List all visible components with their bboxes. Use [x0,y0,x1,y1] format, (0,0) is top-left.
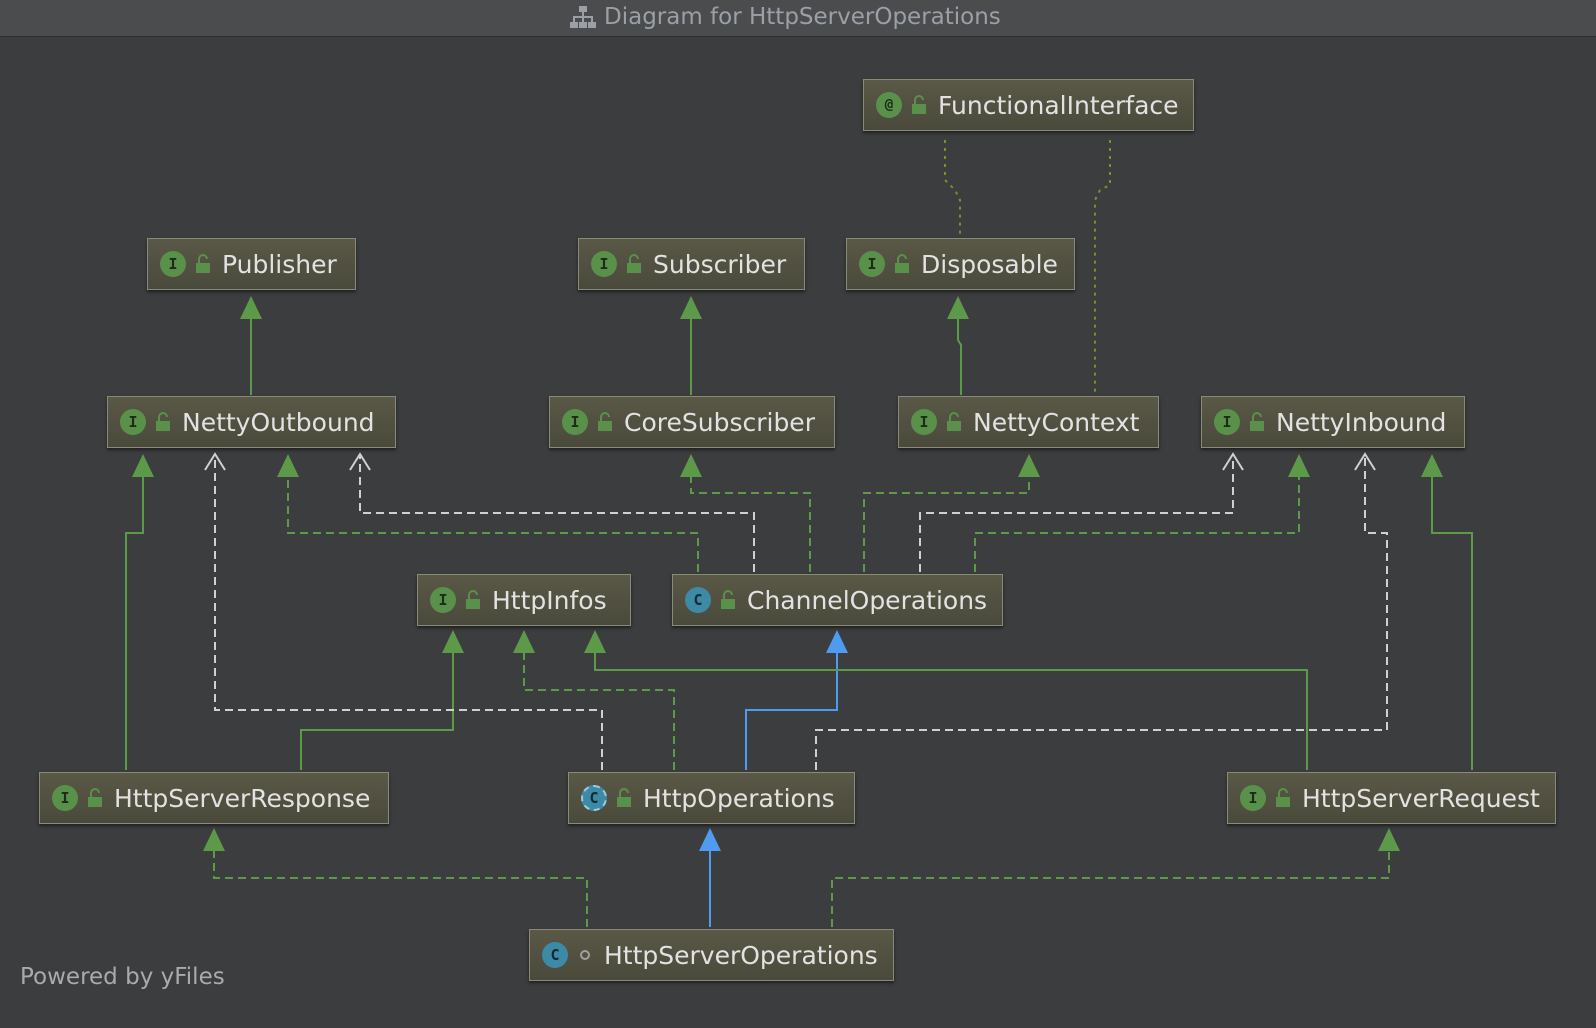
lock-icon [598,412,612,431]
arrow-nettyinbound-4 [1421,454,1443,477]
node-coresubscriber[interactable]: I CoreSubscriber [549,396,835,448]
arrow-nettycontext [1018,454,1040,477]
arrow-publisher [240,296,262,319]
powered-by-label: Powered by yFiles [20,964,225,990]
interface-icon: I [562,409,588,435]
interface-icon: I [430,587,456,613]
interface-icon: I [160,251,186,277]
diagram-title-bar [0,0,1596,37]
lock-icon [156,412,170,431]
edge-channelops-nettyoutbound [287,456,699,572]
arrow-response [203,828,225,851]
node-httpserverresponse[interactable]: I HttpServerResponse [39,772,389,824]
interface-icon: I [120,409,146,435]
lock-icon [895,254,909,273]
edge-request-httpinfos [594,632,1308,770]
arrow-disposable [947,296,969,319]
class-icon: C [542,942,568,968]
lock-icon [88,788,102,807]
abstract-class-icon: C [581,785,607,811]
arrow-dep-nettyinbound-1 [1222,452,1244,471]
node-httpoperations[interactable]: C HttpOperations [568,772,855,824]
edge-httpops-nettyoutbound-dep [214,456,603,770]
arrow-nettyoutbound-3 [277,454,299,477]
arrow-nettyoutbound-1 [132,454,154,477]
lock-icon [1250,412,1264,431]
node-publisher[interactable]: I Publisher [147,238,356,290]
node-disposable[interactable]: I Disposable [846,238,1075,290]
edge-channelops-coresubscriber [690,456,811,572]
edge-channelops-nettyinbound-dep [919,456,1234,572]
arrow-httpops [699,828,721,851]
node-httpserveroperations[interactable]: C HttpServerOperations [529,929,894,981]
edge-disposable-functionalinterface [944,140,961,238]
interface-icon: I [859,251,885,277]
node-label: Subscriber [653,249,787,279]
node-subscriber[interactable]: I Subscriber [578,238,805,290]
diagram-title: Diagram for HttpServerOperations [570,4,1001,30]
node-nettyoutbound[interactable]: I NettyOutbound [107,396,396,448]
node-label: Publisher [222,249,337,279]
arrow-coresubscriber [680,454,702,477]
edge-response-nettyoutbound [125,456,144,770]
edge-nettycontext-functionalinterface [1094,140,1111,395]
arrow-httpinfos-2 [513,630,535,653]
node-label: HttpInfos [492,585,607,615]
arrow-dep-nettyoutbound-2 [349,452,371,471]
node-httpserverrequest[interactable]: I HttpServerRequest [1227,772,1556,824]
lock-icon [617,788,631,807]
edge-response-httpinfos [300,632,454,770]
arrow-subscriber [680,296,702,319]
edge-httpops-nettyinbound-dep [815,456,1388,770]
node-nettyinbound[interactable]: I NettyInbound [1201,396,1465,448]
arrow-request [1378,828,1400,851]
node-httpinfos[interactable]: I HttpInfos [417,574,631,626]
class-icon: C [685,587,711,613]
node-label: HttpOperations [643,783,835,813]
edge-httpops-httpinfos [523,632,675,770]
edge-httpops-channelops [745,632,838,770]
interface-icon: I [591,251,617,277]
node-functionalinterface[interactable]: @ FunctionalInterface [863,79,1194,131]
node-label: NettyOutbound [182,407,375,437]
interface-icon: I [1240,785,1266,811]
arrow-dep-nettyoutbound-1 [204,452,226,471]
lock-icon [1276,788,1290,807]
node-label: HttpServerRequest [1302,783,1540,813]
arrow-channelops [826,630,848,653]
node-label: CoreSubscriber [624,407,815,437]
interface-icon: I [911,409,937,435]
hierarchy-icon [570,6,596,28]
node-channeloperations[interactable]: C ChannelOperations [672,574,1003,626]
arrow-httpinfos-3 [584,630,606,653]
arrow-httpinfos-1 [442,630,464,653]
node-label: FunctionalInterface [938,90,1179,120]
annotation-icon: @ [876,92,902,118]
node-label: NettyInbound [1276,407,1447,437]
edge-request-nettyinbound [1431,456,1473,770]
edge-serverops-response [213,830,588,927]
arrow-nettyinbound-2 [1288,454,1310,477]
node-nettycontext[interactable]: I NettyContext [898,396,1159,448]
lock-icon [947,412,961,431]
node-label: NettyContext [973,407,1140,437]
lock-icon [466,590,480,609]
node-label: HttpServerResponse [114,783,371,813]
lock-icon [627,254,641,273]
node-label: HttpServerOperations [604,940,878,970]
node-label: ChannelOperations [747,585,988,615]
lock-icon [196,254,210,273]
edge-channelops-nettyinbound [974,456,1300,572]
edge-serverops-request [831,830,1390,927]
arrow-dep-nettyinbound-2 [1354,452,1376,471]
edge-channelops-nettyoutbound-dep [359,456,755,572]
lock-icon [912,95,926,114]
node-label: Disposable [921,249,1058,279]
interface-icon: I [52,785,78,811]
lock-icon [721,590,735,609]
interface-icon: I [1214,409,1240,435]
package-private-icon [580,950,590,960]
diagram-title-text: Diagram for HttpServerOperations [604,4,1001,30]
